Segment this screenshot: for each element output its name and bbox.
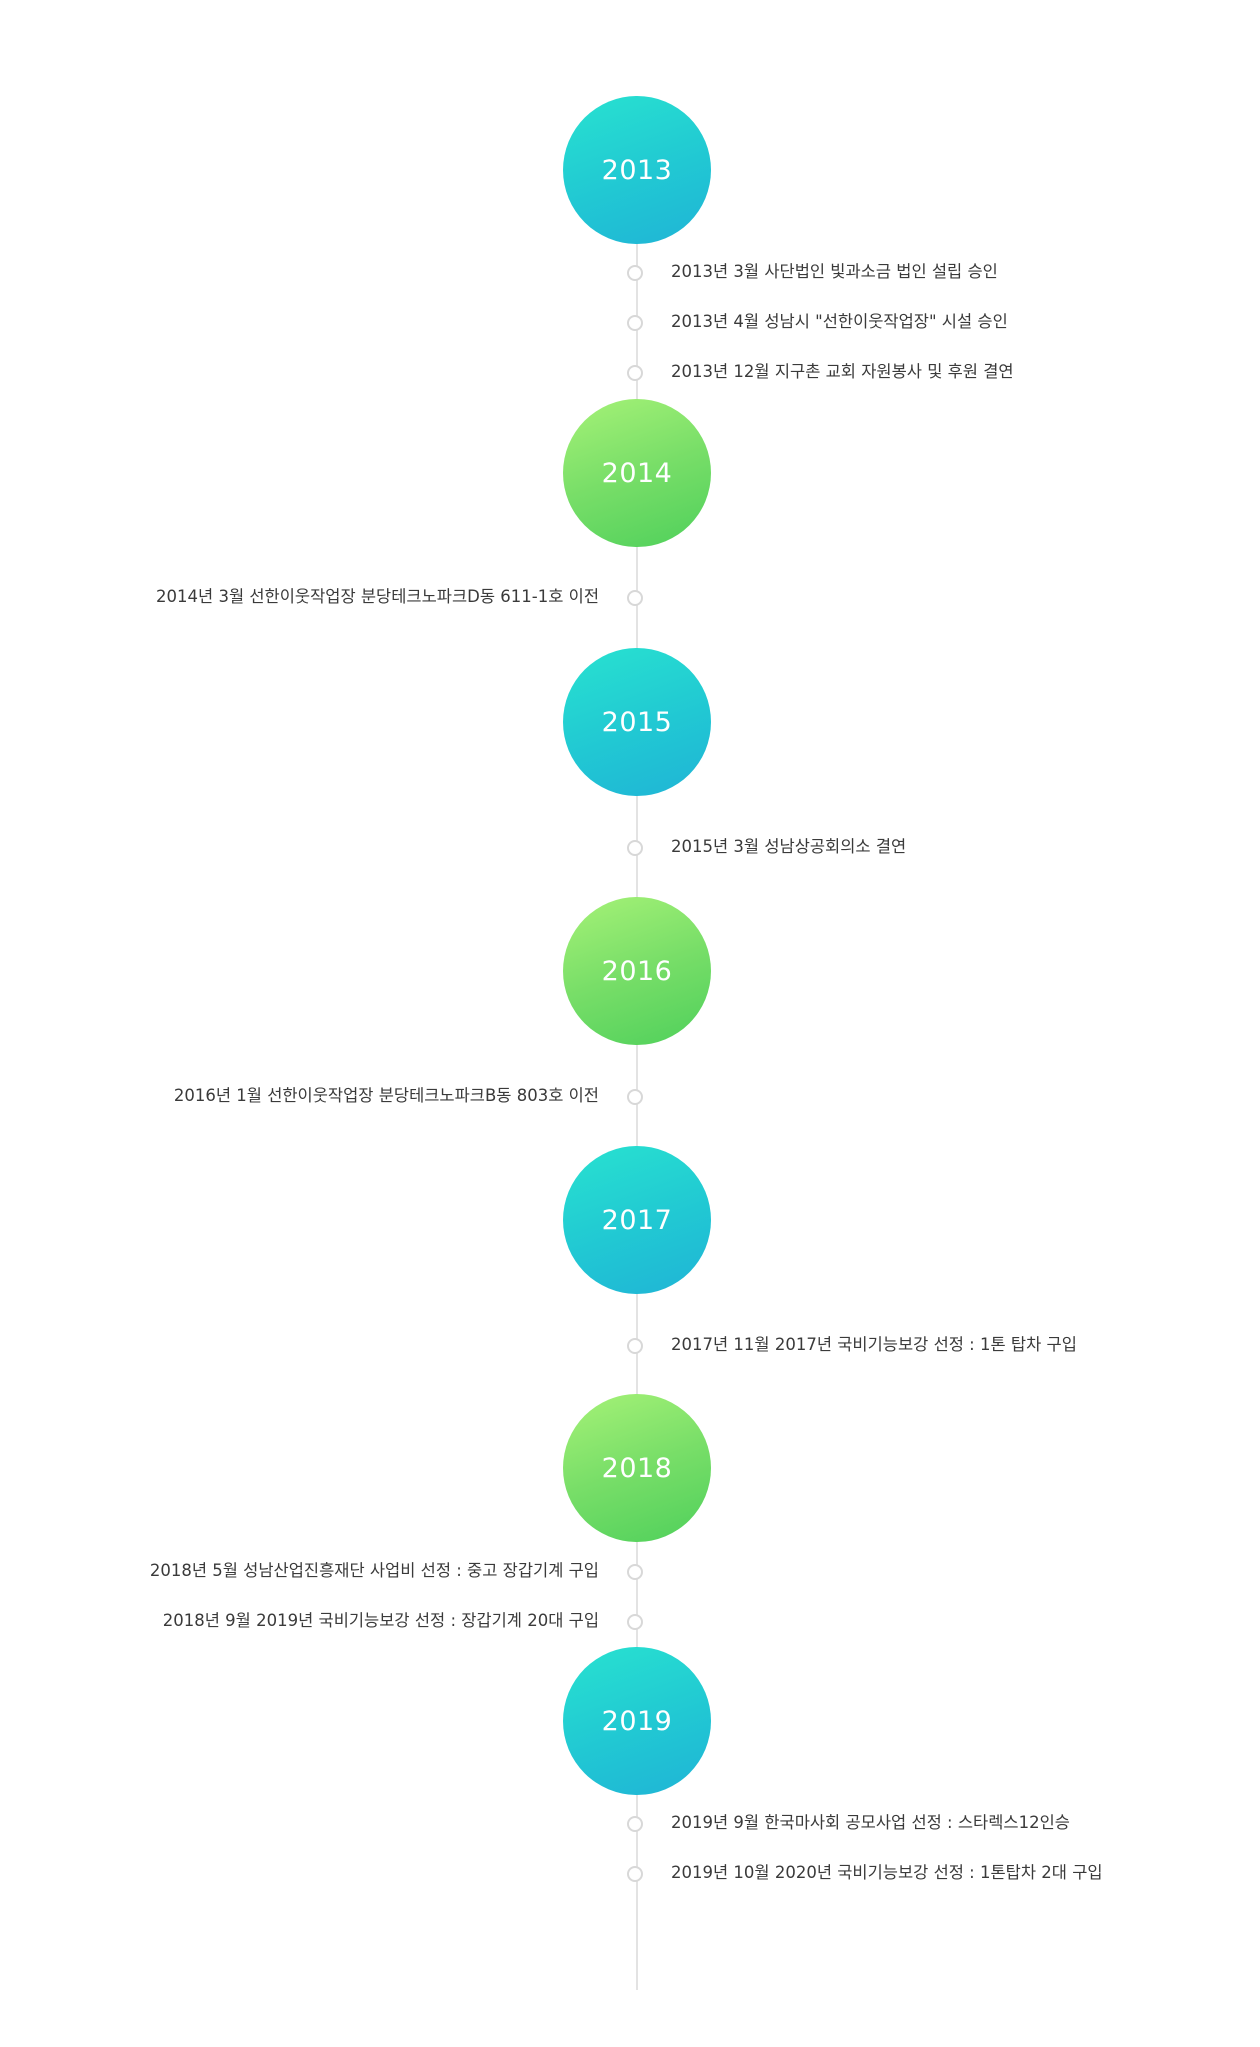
year-circle-2019: 2019 (563, 1647, 711, 1795)
timeline-event-text: 2013년 12월 지구촌 교회 자원봉사 및 후원 결연 (671, 362, 1014, 381)
timeline-event-text: 2019년 10월 2020년 국비기능보강 선정 : 1톤탑차 2대 구입 (671, 1863, 1103, 1882)
timeline-event-text: 2016년 1월 선한이웃작업장 분당테크노파크B동 803호 이전 (173, 1086, 599, 1105)
timeline-event-text: 2018년 5월 성남산업진흥재단 사업비 선정 : 중고 장갑기계 구입 (149, 1561, 599, 1580)
year-circle-2013: 2013 (563, 96, 711, 244)
timeline-dot (627, 590, 643, 606)
timeline-event-text: 2013년 3월 사단법인 빛과소금 법인 설립 승인 (671, 262, 998, 281)
timeline-event-text: 2013년 4월 성남시 "선한이웃작업장" 시설 승인 (671, 312, 1008, 331)
timeline-dot (627, 265, 643, 281)
year-circle-2016: 2016 (563, 897, 711, 1045)
timeline-dot (627, 1614, 643, 1630)
year-circle-2018: 2018 (563, 1394, 711, 1542)
timeline-dot (627, 840, 643, 856)
timeline-dot (627, 1816, 643, 1832)
timeline-dot (627, 1866, 643, 1882)
timeline-dot (627, 1089, 643, 1105)
timeline-event-text: 2017년 11월 2017년 국비기능보강 선정 : 1톤 탑차 구입 (671, 1335, 1077, 1354)
timeline-event-text: 2019년 9월 한국마사회 공모사업 선정 : 스타렉스12인승 (671, 1813, 1070, 1832)
timeline-event-text: 2018년 9월 2019년 국비기능보강 선정 : 장갑기계 20대 구입 (162, 1611, 599, 1630)
timeline-axis-line (636, 130, 638, 1990)
year-circle-2014: 2014 (563, 399, 711, 547)
timeline-dot (627, 315, 643, 331)
timeline-dot (627, 1564, 643, 1580)
year-circle-2017: 2017 (563, 1146, 711, 1294)
timeline-event-text: 2014년 3월 선한이웃작업장 분당테크노파크D동 611-1호 이전 (156, 587, 599, 606)
year-circle-2015: 2015 (563, 648, 711, 796)
timeline-event-text: 2015년 3월 성남상공회의소 결연 (671, 837, 907, 856)
timeline-dot (627, 365, 643, 381)
timeline-dot (627, 1338, 643, 1354)
